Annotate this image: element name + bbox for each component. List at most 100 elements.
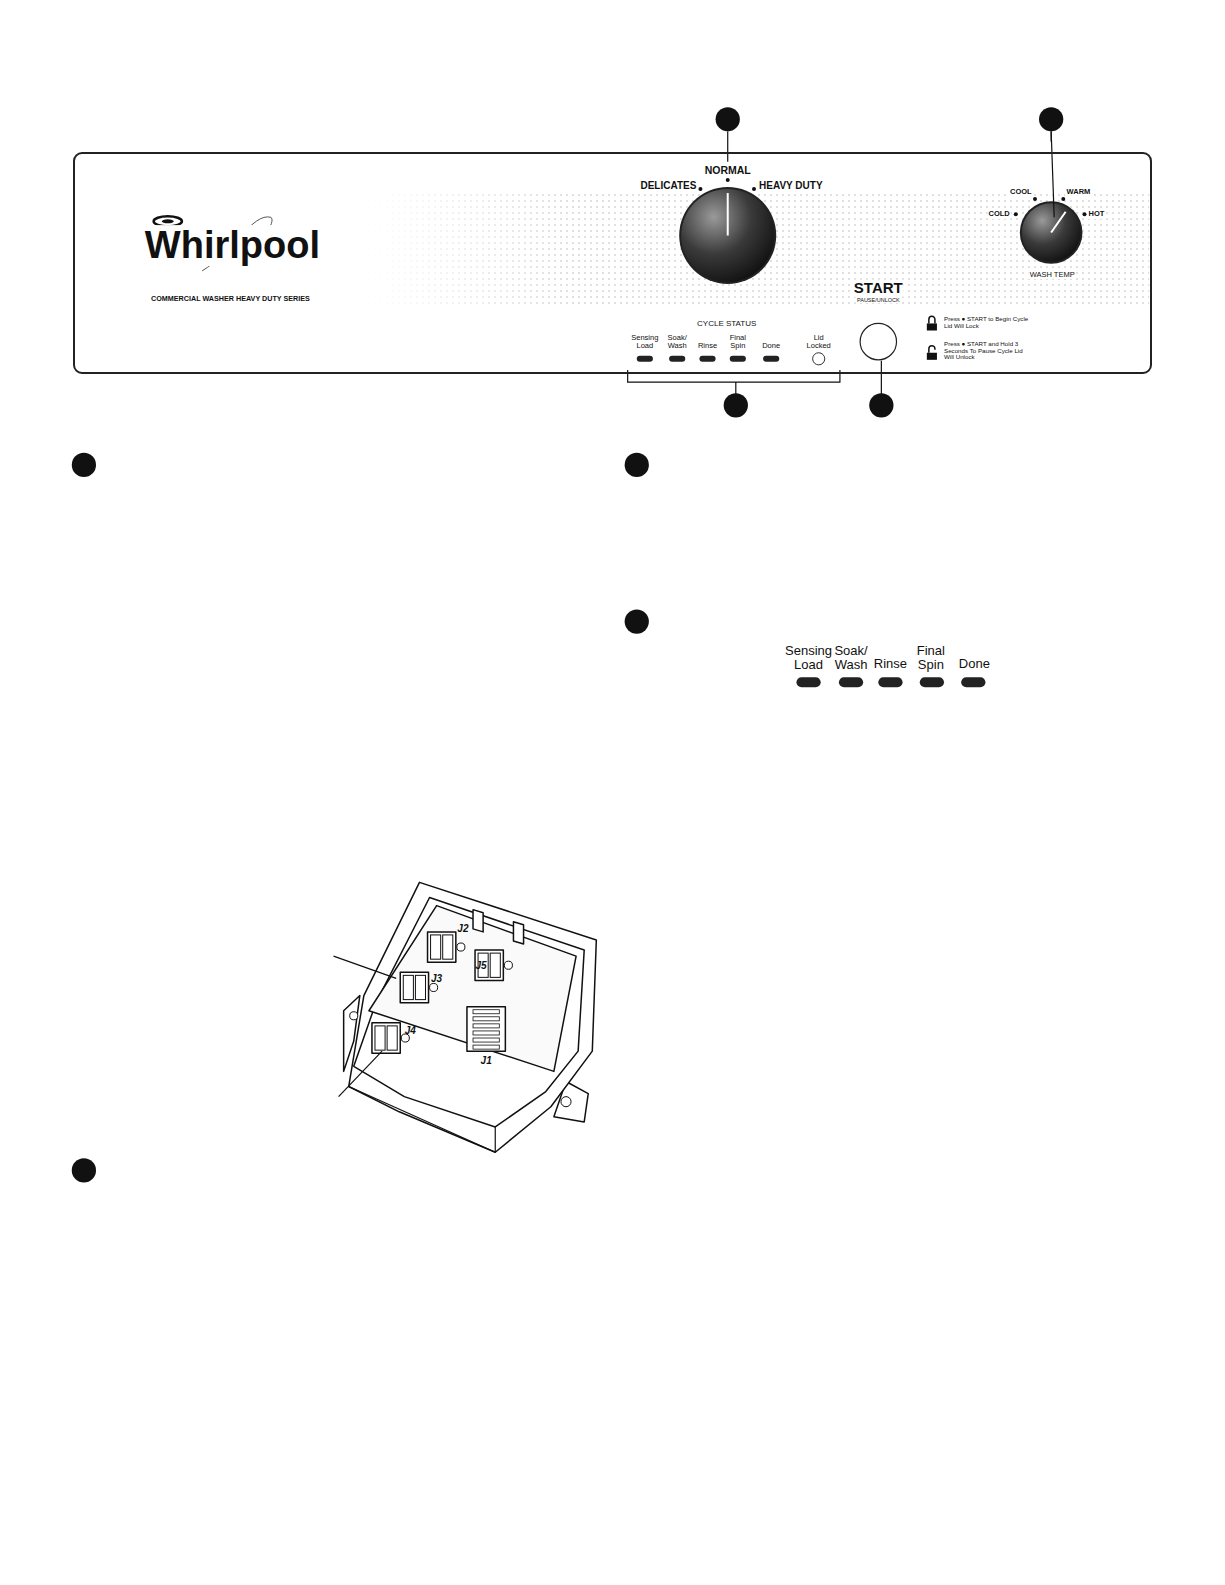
j1-pin <box>473 1031 499 1035</box>
mount-hole <box>561 1097 571 1107</box>
temp-knob <box>1022 203 1081 262</box>
status-led <box>730 356 746 362</box>
status-label: Sensing Load <box>784 644 833 673</box>
j1-pin <box>473 1038 499 1042</box>
setting-dot <box>1033 197 1037 201</box>
j1-pin <box>473 1045 499 1049</box>
leader-line <box>1051 131 1054 217</box>
board-clip <box>513 922 523 944</box>
instruction-note: Press ● START to Begin Cycle Lid Will Lo… <box>943 317 1037 331</box>
j1-pin <box>473 1024 499 1028</box>
housing-edge <box>495 1127 496 1152</box>
connector-j2-pin <box>431 935 441 959</box>
bracket <box>628 370 840 382</box>
cycle-knob <box>681 189 774 282</box>
callout-marker <box>72 1158 96 1182</box>
setting-dot <box>1014 212 1018 216</box>
setting-dot <box>1083 212 1087 216</box>
brand-logo: Whirlpool <box>144 225 321 267</box>
connector-j3-pin <box>403 975 413 999</box>
knob-pointer <box>1051 212 1065 233</box>
board-housing <box>349 882 597 1152</box>
connector-j3 <box>400 972 428 1002</box>
connector-j3-pin <box>415 975 425 999</box>
start-button <box>860 323 896 359</box>
leader-line <box>881 361 882 394</box>
status-led <box>669 356 685 362</box>
cycle-setting: HEAVY DUTY <box>758 179 824 190</box>
instruction-note: Press ● START and Hold 3 Seconds To Paus… <box>943 340 1029 360</box>
callout-marker <box>72 453 96 477</box>
temp-setting: HOT <box>1088 210 1106 218</box>
status-led <box>920 677 944 687</box>
housing-edge <box>349 1087 496 1153</box>
status-label: Rinse <box>873 657 908 671</box>
cycle-knob <box>679 187 776 284</box>
connector-j4-pin <box>375 1026 385 1050</box>
connector-j4 <box>372 1023 400 1053</box>
status-led <box>796 677 820 687</box>
status-led <box>699 356 715 362</box>
leader-line <box>334 956 397 978</box>
setting-dot <box>1061 197 1065 201</box>
status-led <box>878 677 902 687</box>
lid-led <box>813 353 825 365</box>
status-label: Rinse <box>697 342 718 350</box>
status-label: Done <box>958 657 991 671</box>
housing-rim <box>354 898 584 1127</box>
connector-j4-pin <box>387 1026 397 1050</box>
connector-j2 <box>428 932 456 962</box>
setting-dot <box>752 187 756 191</box>
status-led <box>763 356 779 362</box>
connector-j5 <box>475 950 503 980</box>
connector-j5-pin <box>490 953 500 977</box>
model-name: COMMERCIAL WASHER HEAVY DUTY SERIES <box>150 295 311 303</box>
callout-marker <box>869 393 893 417</box>
callout-marker <box>1039 107 1063 131</box>
temp-setting: WARM <box>1066 188 1092 196</box>
connector-label: J1 <box>480 1055 493 1066</box>
mount-hole <box>350 1012 358 1020</box>
button-subtitle: PAUSE/UNLOCK <box>856 297 901 303</box>
knob-title: WASH TEMP <box>1029 271 1076 279</box>
lock-shackle <box>929 316 935 323</box>
lock-shackle <box>929 346 935 353</box>
button-title: START <box>853 280 904 297</box>
connector-j2-latch <box>457 943 465 951</box>
status-label: Sensing Load <box>630 333 659 350</box>
cycle-setting: NORMAL <box>704 165 752 177</box>
connector-j1 <box>467 1007 505 1051</box>
connector-label: J4 <box>404 1024 417 1035</box>
cycle-setting: DELICATES <box>639 179 697 190</box>
group-title: CYCLE STATUS <box>696 320 757 329</box>
board-tray <box>369 906 576 1072</box>
connector-label: J2 <box>456 922 469 933</box>
temp-setting: COLD <box>987 210 1010 218</box>
leader-line <box>339 1051 382 1096</box>
connector-j5-latch <box>504 961 512 969</box>
j1-pin <box>473 1010 499 1014</box>
status-label: Lid Locked <box>806 333 832 350</box>
callout-marker <box>625 453 649 477</box>
callout-marker <box>724 393 748 417</box>
logo-swirl <box>162 219 174 223</box>
connector-label: J3 <box>430 973 443 984</box>
drawing <box>72 107 1149 1182</box>
status-led <box>839 677 863 687</box>
leader-line <box>735 382 736 394</box>
j1-pin <box>473 1017 499 1021</box>
connector-label: J5 <box>475 960 488 971</box>
status-led <box>637 356 653 362</box>
status-led <box>961 677 985 687</box>
control-panel: WhirlpoolCOMMERCIAL WASHER HEAVY DUTY SE… <box>73 152 1152 374</box>
lock-icon <box>927 323 937 330</box>
leader-line <box>727 131 728 161</box>
setting-dot <box>698 187 702 191</box>
lock-icon <box>927 353 937 360</box>
status-label: Final Spin <box>916 644 946 673</box>
board-clip <box>473 910 483 932</box>
status-label: Soak/ Wash <box>667 333 688 350</box>
status-label: Done <box>761 342 781 350</box>
temp-setting: COOL <box>1009 188 1033 196</box>
connector-j3-latch <box>430 983 438 991</box>
